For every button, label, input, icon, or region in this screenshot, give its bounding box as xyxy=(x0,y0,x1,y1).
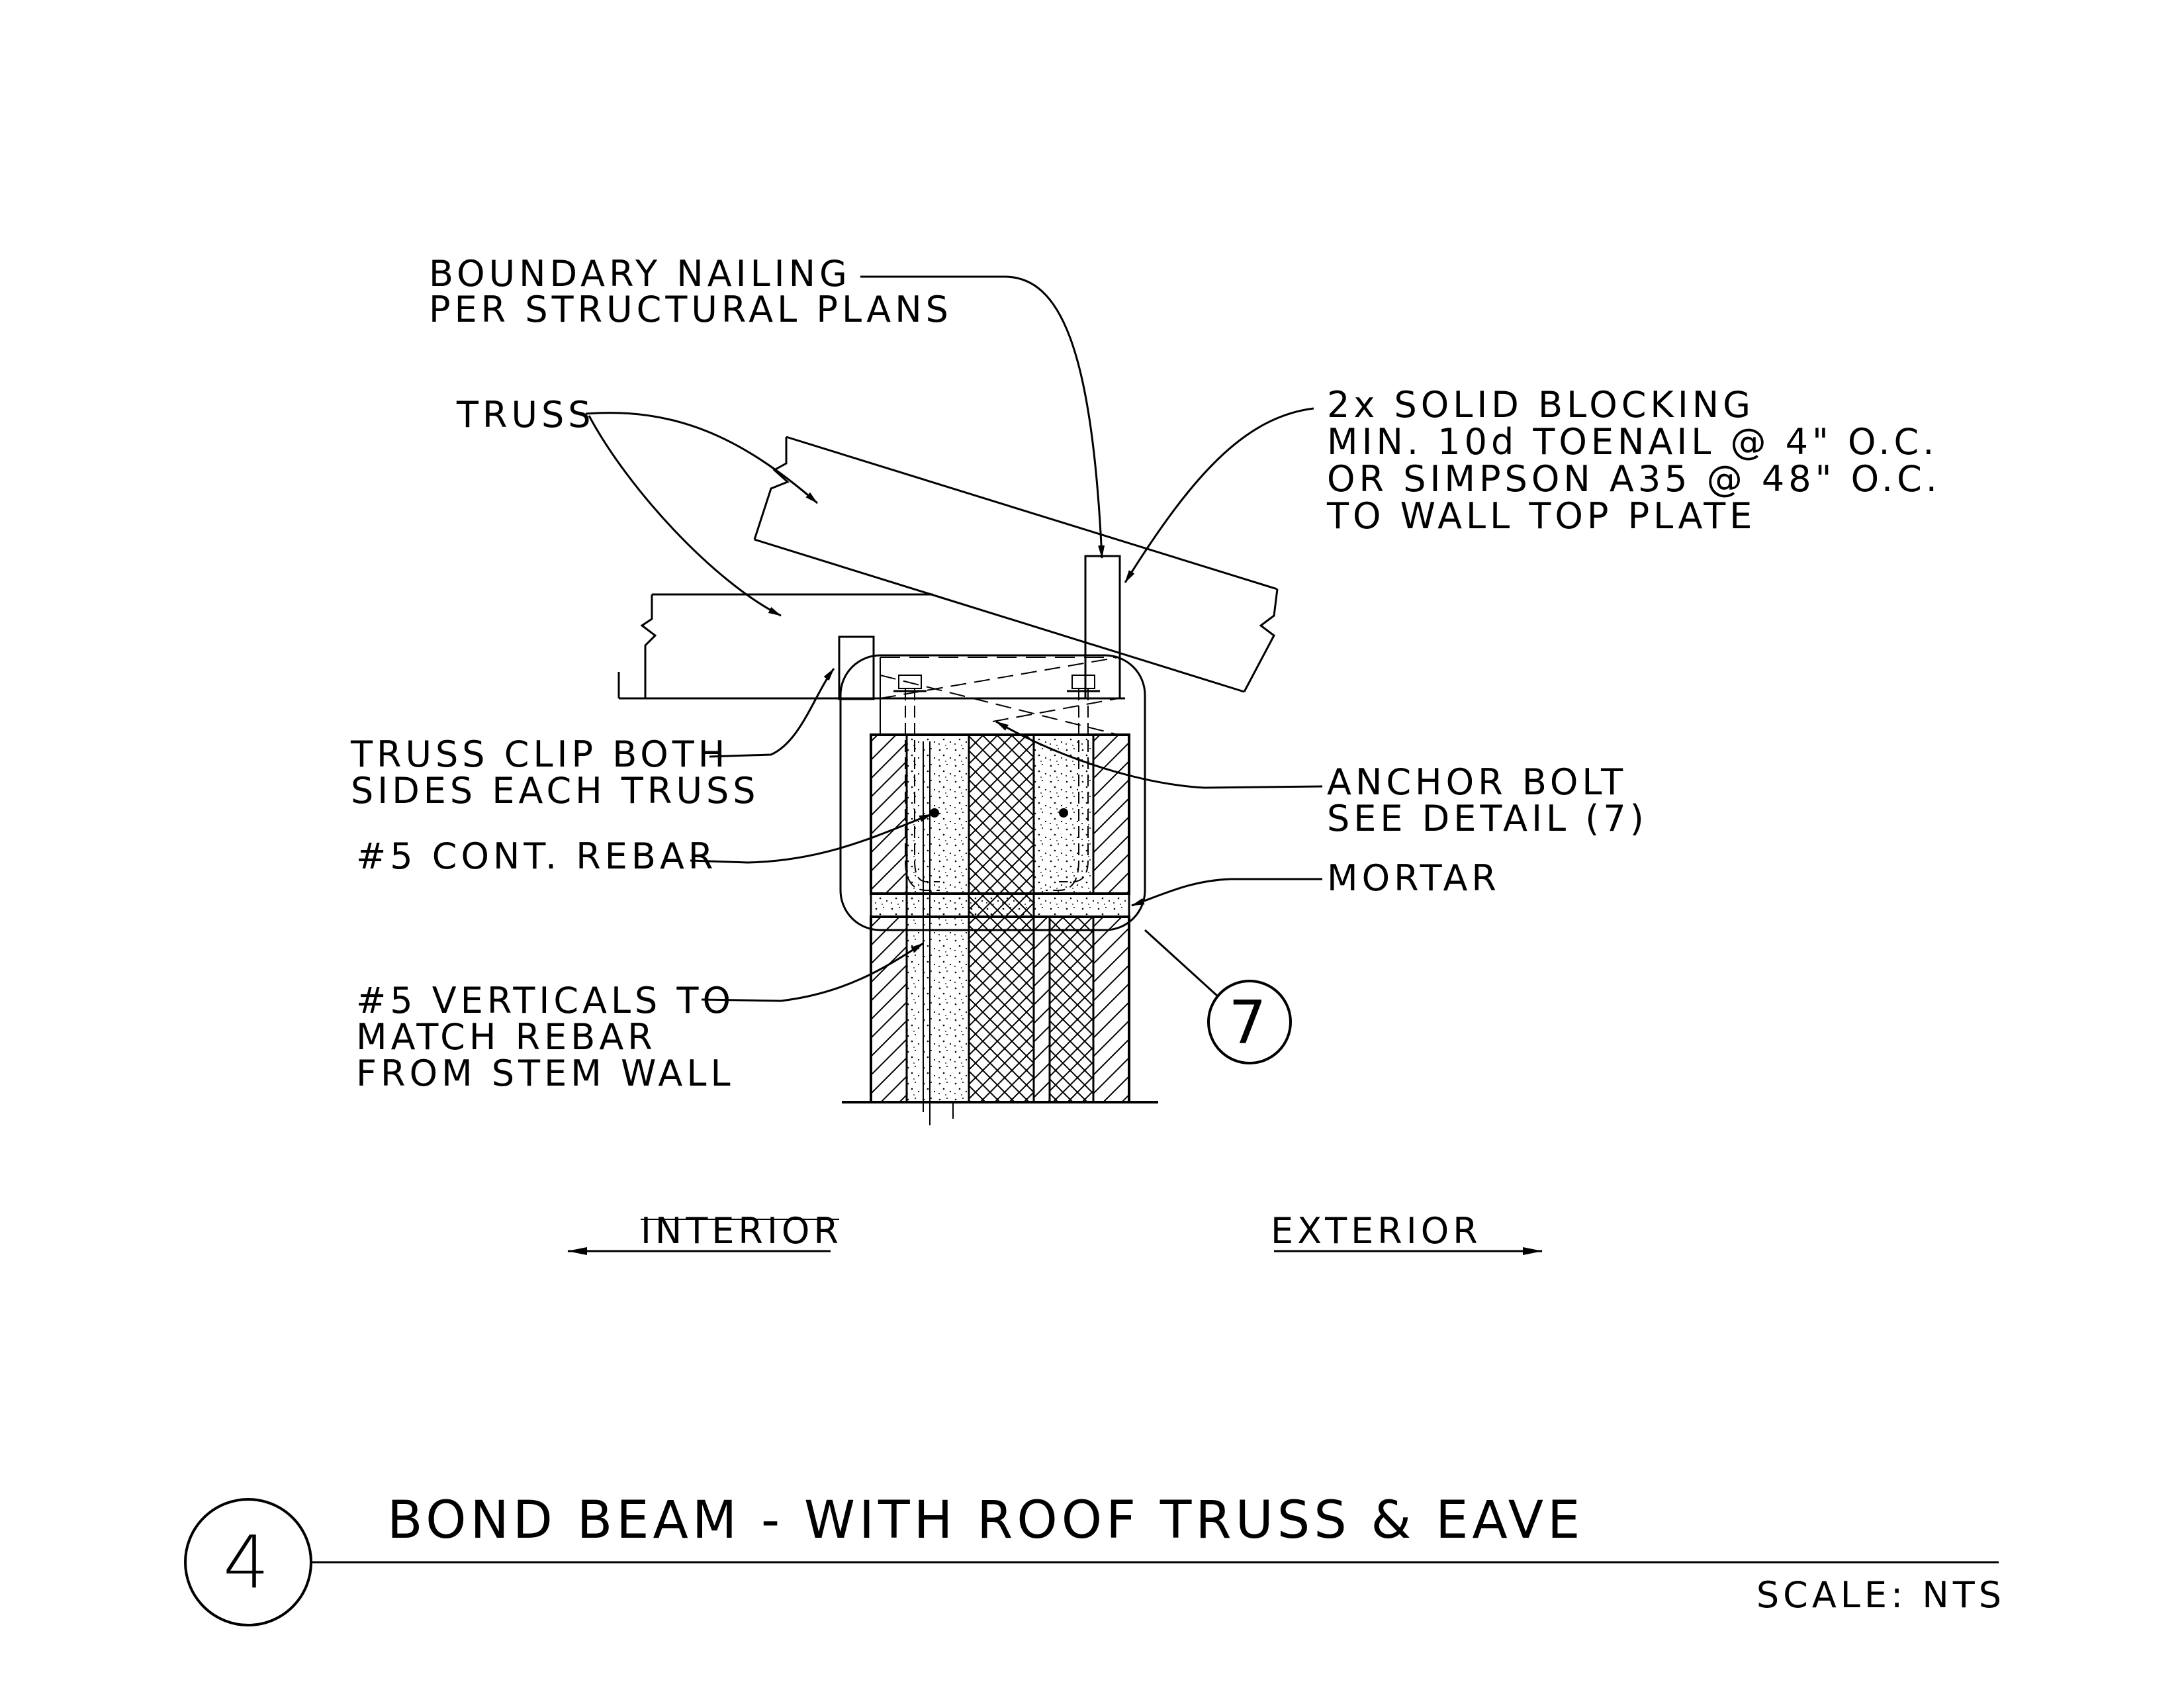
boundary-nailing-label-line-1: BOUNDARY NAILING xyxy=(429,253,851,295)
boundary-nailing-label-line-2: PER STRUCTURAL PLANS xyxy=(429,289,952,330)
solid-blocking xyxy=(1084,555,1121,700)
interior-label: INTERIOR xyxy=(641,1210,842,1252)
detail-7-outline xyxy=(839,654,1146,931)
solid-blocking-label-line-2: MIN. 10d TOENAIL @ 4" O.C. xyxy=(1327,421,1938,463)
anchor-bolt-label-line-2: SEE DETAIL (7) xyxy=(1327,798,1648,839)
detail-number: 4 xyxy=(223,1520,273,1605)
truss-top-chord xyxy=(786,436,1278,590)
truss-clip-label-line-2: SIDES EACH TRUSS xyxy=(351,770,760,812)
verticals-label-line-1: #5 VERTICALS TO xyxy=(356,980,735,1021)
top-plate-and-truss xyxy=(617,436,1279,931)
verticals-label-line-3: FROM STEM WALL xyxy=(356,1053,735,1094)
mortar-joint xyxy=(870,892,1130,918)
truss-clip-label-line-1: TRUSS CLIP BOTH xyxy=(350,733,729,775)
verticals-label-line-2: MATCH REBAR xyxy=(356,1016,657,1058)
cont-rebar-right xyxy=(1059,808,1068,818)
leader-lines xyxy=(585,275,1323,1002)
title-block: 4 BOND BEAM - WITH ROOF TRUSS & EAVE SCA… xyxy=(184,1491,2005,1626)
solid-blocking-label-line-4: TO WALL TOP PLATE xyxy=(1326,495,1756,537)
cont-rebar-label: #5 CONT. REBAR xyxy=(356,835,717,877)
solid-blocking-label-line-1: 2x SOLID BLOCKING xyxy=(1327,384,1754,426)
scale-label: SCALE: NTS xyxy=(1756,1574,2005,1616)
orientation-arrows: INTERIOR EXTERIOR xyxy=(567,1210,1543,1255)
anchor-bolt-label-line-1: ANCHOR BOLT xyxy=(1327,761,1627,803)
solid-blocking-label-line-3: OR SIMPSON A35 @ 48" O.C. xyxy=(1327,458,1941,500)
annotations: BOUNDARY NAILING PER STRUCTURAL PLANS TR… xyxy=(350,253,1941,1094)
mortar-label: MORTAR xyxy=(1327,857,1500,899)
exterior-label: EXTERIOR xyxy=(1271,1210,1482,1252)
detail-callout-7: 7 xyxy=(1207,980,1292,1064)
cmu-wall xyxy=(842,733,1158,1125)
cont-rebar-left xyxy=(930,808,939,818)
detail-title: BOND BEAM - WITH ROOF TRUSS & EAVE xyxy=(387,1491,1584,1550)
rebar-and-anchor-bolts xyxy=(893,675,1100,1112)
truss-label: TRUSS xyxy=(456,394,595,436)
detail-callout-number: 7 xyxy=(1228,988,1270,1058)
truss-clip xyxy=(838,635,875,700)
